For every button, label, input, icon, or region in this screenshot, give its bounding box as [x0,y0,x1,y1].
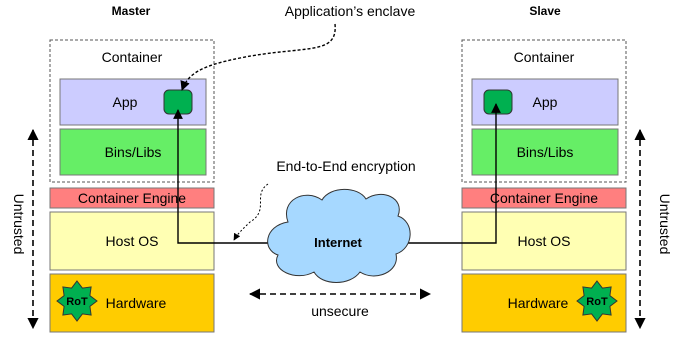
slave-container-box [461,39,627,183]
internet-cloud [267,188,411,283]
untrusted-right-label: Untrusted [657,194,673,255]
master-bins-box [59,128,207,176]
master-rot-label: RoT [66,296,88,308]
slave-title: Slave [529,4,561,18]
unsecure-label: unsecure [311,303,369,319]
slave-engine-label: Container Engine [490,190,598,206]
slave-app-label: App [533,94,558,110]
slave-rot-label: RoT [586,296,608,308]
slave-connection-line [405,103,501,244]
slave-container-label: Container [514,49,575,65]
slave-hostos-label: Host OS [518,233,571,249]
slave-hardware-label: Hardware [508,295,569,311]
untrusted-left-label: Untrusted [11,194,27,255]
slave-enclave [483,89,513,115]
master-engine-box [49,187,215,209]
internet-label: Internet [314,235,362,250]
e2e-pointer [233,183,269,241]
master-hostos-box [49,211,215,271]
master-container-label: Container [102,49,163,65]
slave-hostos-box [461,211,627,271]
master-container-box [49,39,215,183]
e2e-annotation: End-to-End encryption [276,158,415,174]
master-engine-label: Container Engine [78,190,186,206]
master-connection-line [173,109,272,244]
enclave-annotation: Application’s enclave [285,3,416,19]
master-hostos-label: Host OS [106,233,159,249]
slave-bins-label: Bins/Libs [517,144,574,160]
master-hardware-label: Hardware [106,295,167,311]
master-title: Master [112,4,151,18]
master-bins-label: Bins/Libs [105,144,162,160]
master-rot-badge: RoT [56,280,98,322]
master-app-label: App [113,94,138,110]
slave-engine-box [461,187,627,209]
slave-rot-badge: RoT [576,280,618,322]
